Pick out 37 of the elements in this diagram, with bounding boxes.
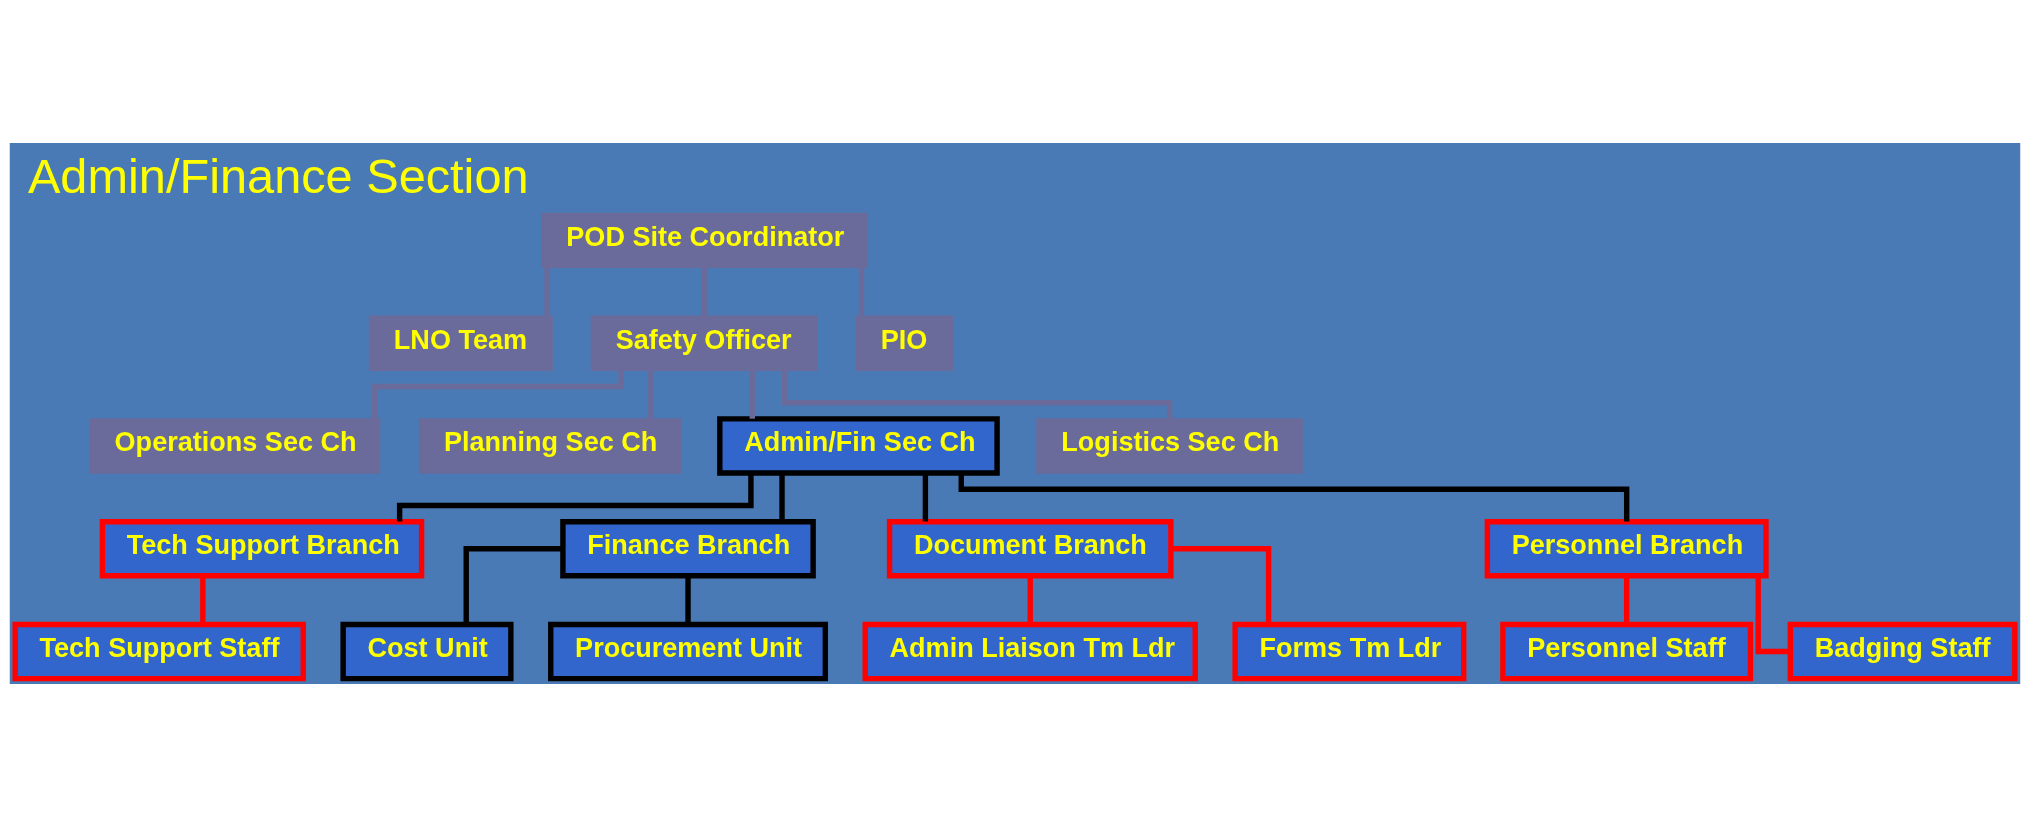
connector [779, 473, 785, 522]
node-box: Operations Sec Ch [89, 418, 381, 474]
node-box: Cost Unit [340, 621, 514, 682]
node-box: Tech Support Branch [99, 519, 425, 579]
connector [463, 546, 563, 624]
node-box: Logistics Sec Ch [1036, 418, 1303, 474]
node-box: Finance Branch [560, 519, 816, 579]
connector [1170, 546, 1272, 624]
node-box: Planning Sec Ch [418, 418, 682, 474]
node-box: Tech Support Staff [12, 621, 306, 682]
connector [396, 473, 754, 522]
node-box: Document Branch [886, 519, 1174, 579]
node-box: Admin/Fin Sec Ch [717, 416, 1000, 476]
node-box: LNO Team [368, 315, 553, 371]
connector [1755, 576, 1791, 655]
connector [648, 370, 654, 419]
node-box: Safety Officer [590, 315, 818, 371]
connector [922, 473, 929, 522]
node-box: POD Site Coordinator [541, 212, 868, 269]
node-box: Forms Tm Ldr [1232, 621, 1467, 682]
connector [1623, 576, 1630, 625]
node-box: PIO [855, 315, 954, 371]
node-box: Personnel Staff [1500, 621, 1754, 682]
connector [1027, 576, 1033, 625]
diagram-title: Admin/Finance Section [27, 148, 529, 203]
node-box: Personnel Branch [1484, 519, 1769, 579]
connector [749, 370, 755, 419]
connector [701, 267, 707, 316]
connector [371, 370, 624, 419]
connector [685, 576, 691, 625]
connector [858, 267, 865, 316]
node-box: Procurement Unit [548, 621, 828, 682]
node-box: Badging Staff [1787, 621, 2018, 682]
connector [200, 576, 206, 625]
node-box: Admin Liaison Tm Ldr [862, 621, 1198, 682]
connector [544, 267, 550, 316]
connector [782, 370, 1173, 419]
